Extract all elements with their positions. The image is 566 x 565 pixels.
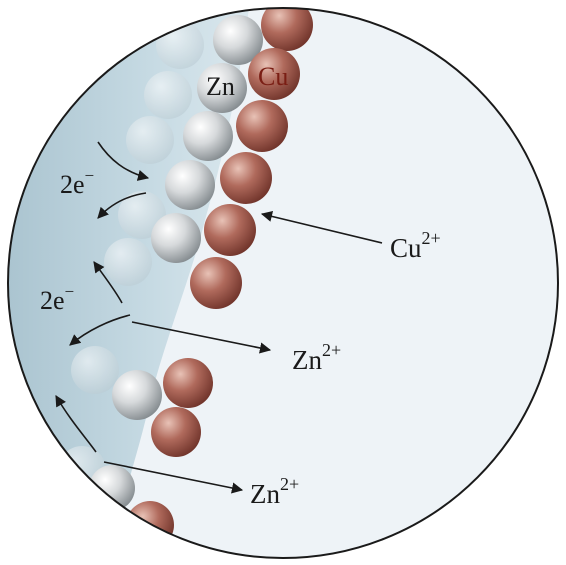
electron-arrow [69,314,131,346]
copper-atom [204,204,256,256]
copper-atom [190,257,242,309]
cu-ion-label: Cu2+ [390,228,441,263]
copper-atom [163,358,213,408]
zinc-atom [165,160,215,210]
zinc-atom [89,465,135,511]
electrons-label-upper: 2e− [60,166,94,199]
zinc-atoms [89,15,263,511]
electron-arrow [97,192,147,219]
electrons-label-lower: 2e− [40,282,74,315]
cu-label: Cu [258,62,288,91]
electron-arrow [55,395,97,453]
electron-arrow [97,141,150,181]
copper-atom [220,152,272,204]
copper-atom [261,8,313,51]
zinc-atom [112,370,162,420]
zinc-atom [183,111,233,161]
copper-atom [236,100,288,152]
magnifier-outline [7,7,559,559]
zinc-atom [126,116,174,164]
zn-ion-arrow-upper [131,321,272,354]
ion-arrows [103,210,383,494]
electron-arrow [93,261,123,304]
zinc-atom [144,71,192,119]
zinc-atom [213,15,263,65]
zinc-atom [104,238,152,286]
zn-ion-label-upper: Zn2+ [292,340,341,375]
electron-arrows [55,141,150,453]
copper-atom [126,501,174,549]
copper-atom [248,48,300,100]
zn-label: Zn [206,72,235,101]
zinc-atom [71,346,119,394]
zn-ion-label-lower: Zn2+ [250,474,299,509]
zn-ion-arrow-lower [103,461,244,494]
zinc-atom [151,213,201,263]
zinc-atom [197,63,247,113]
cu-ion-arrow [260,210,383,244]
copper-atom [151,407,201,457]
